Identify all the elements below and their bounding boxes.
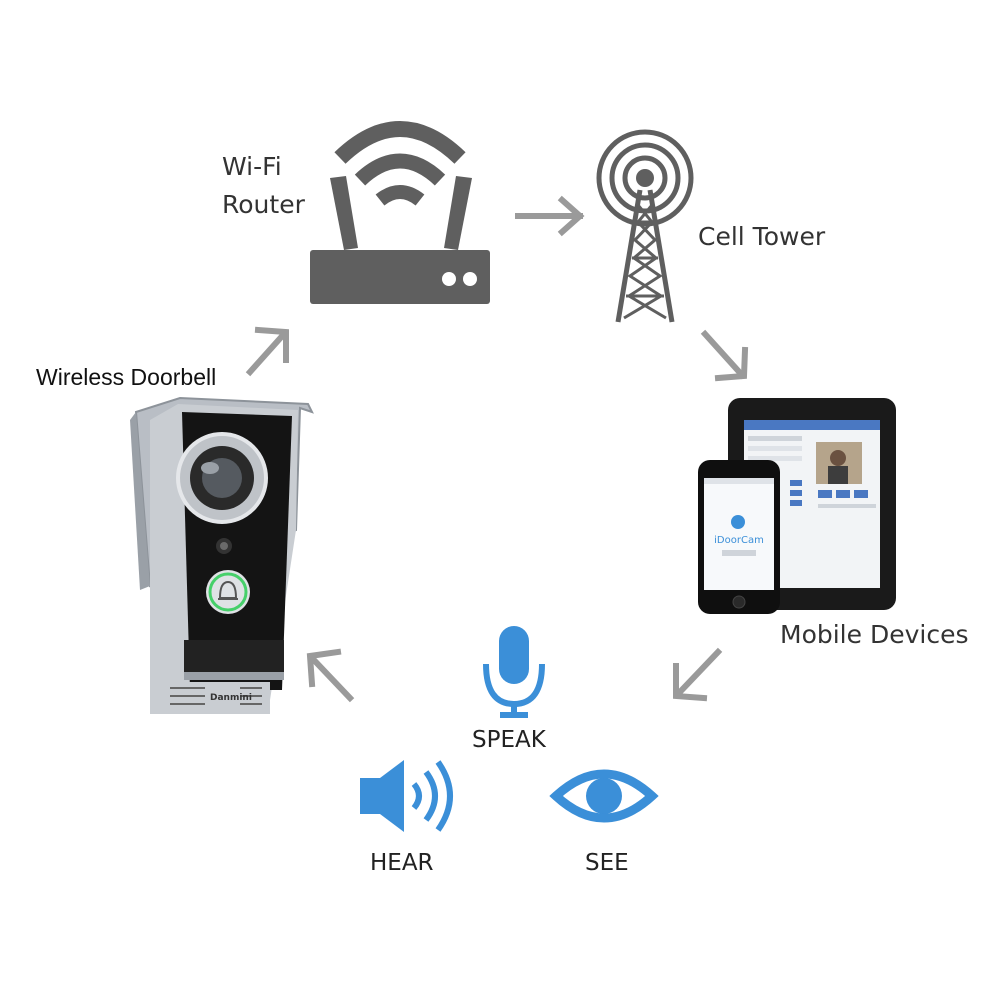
label-hear: HEAR: [370, 850, 434, 876]
label-wifi-router: Wi-Fi Router: [222, 148, 305, 224]
label-cell-tower: Cell Tower: [698, 222, 826, 251]
microphone-icon: [483, 626, 545, 718]
speaker-grill: [170, 687, 262, 705]
arrow-actions-to-doorbell: [306, 648, 355, 703]
wifi-router-icon: [310, 121, 490, 304]
bell-icon: [218, 580, 238, 600]
label-speak: SPEAK: [472, 727, 546, 753]
label-wifi-router-line1: Wi-Fi: [222, 152, 282, 181]
doorbell-logo-text: Danmini: [210, 693, 252, 703]
label-wifi-router-line2: Router: [222, 190, 305, 219]
speaker-sound-icon: [360, 760, 453, 832]
flow-arrows: [245, 195, 749, 703]
arrow-tower-to-mobile: [700, 329, 749, 382]
wireless-doorbell-image: [130, 396, 314, 714]
mobile-devices-image: iDoorCam: [698, 398, 896, 614]
label-mobile-devices: Mobile Devices: [780, 620, 969, 649]
arrow-router-to-tower: [515, 195, 585, 237]
wifi-signal-icon: [334, 121, 466, 164]
arrow-doorbell-to-router: [245, 326, 289, 377]
arrow-mobile-to-actions: [673, 647, 723, 702]
label-wireless-doorbell: Wireless Doorbell: [36, 364, 217, 390]
phone-device: iDoorCam: [698, 460, 780, 614]
label-see: SEE: [585, 850, 629, 876]
eye-icon: [549, 769, 659, 823]
app-name-text: iDoorCam: [714, 535, 764, 546]
cell-tower-icon: [596, 129, 694, 323]
